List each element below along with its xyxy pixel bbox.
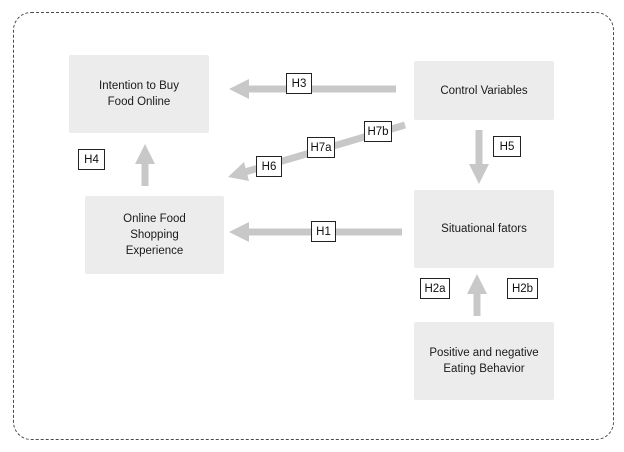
- arrow-control-to-intention: [229, 79, 396, 99]
- label-h1: H1: [311, 221, 336, 242]
- label-h6: H6: [256, 156, 282, 177]
- label-h7a: H7a: [307, 137, 335, 158]
- label-h2b: H2b: [507, 278, 538, 299]
- label-h4: H4: [78, 149, 105, 170]
- node-intention: Intention to Buy Food Online: [69, 55, 209, 133]
- node-situational-factors: Situational fators: [414, 190, 554, 268]
- diagram-frame: [13, 12, 614, 440]
- node-online-food-shopping-experience: Online Food Shopping Experience: [85, 196, 224, 274]
- label-h7b: H7b: [364, 121, 392, 142]
- label-h5: H5: [493, 136, 521, 157]
- node-eating-behavior: Positive and negative Eating Behavior: [414, 322, 554, 400]
- arrow-experience-to-intention: [135, 144, 155, 186]
- label-h2a: H2a: [420, 278, 450, 299]
- arrow-control-to-situational: [469, 130, 489, 184]
- node-control-variables: Control Variables: [414, 61, 554, 120]
- label-h3: H3: [286, 73, 312, 94]
- arrow-eating-to-situational: [467, 274, 487, 316]
